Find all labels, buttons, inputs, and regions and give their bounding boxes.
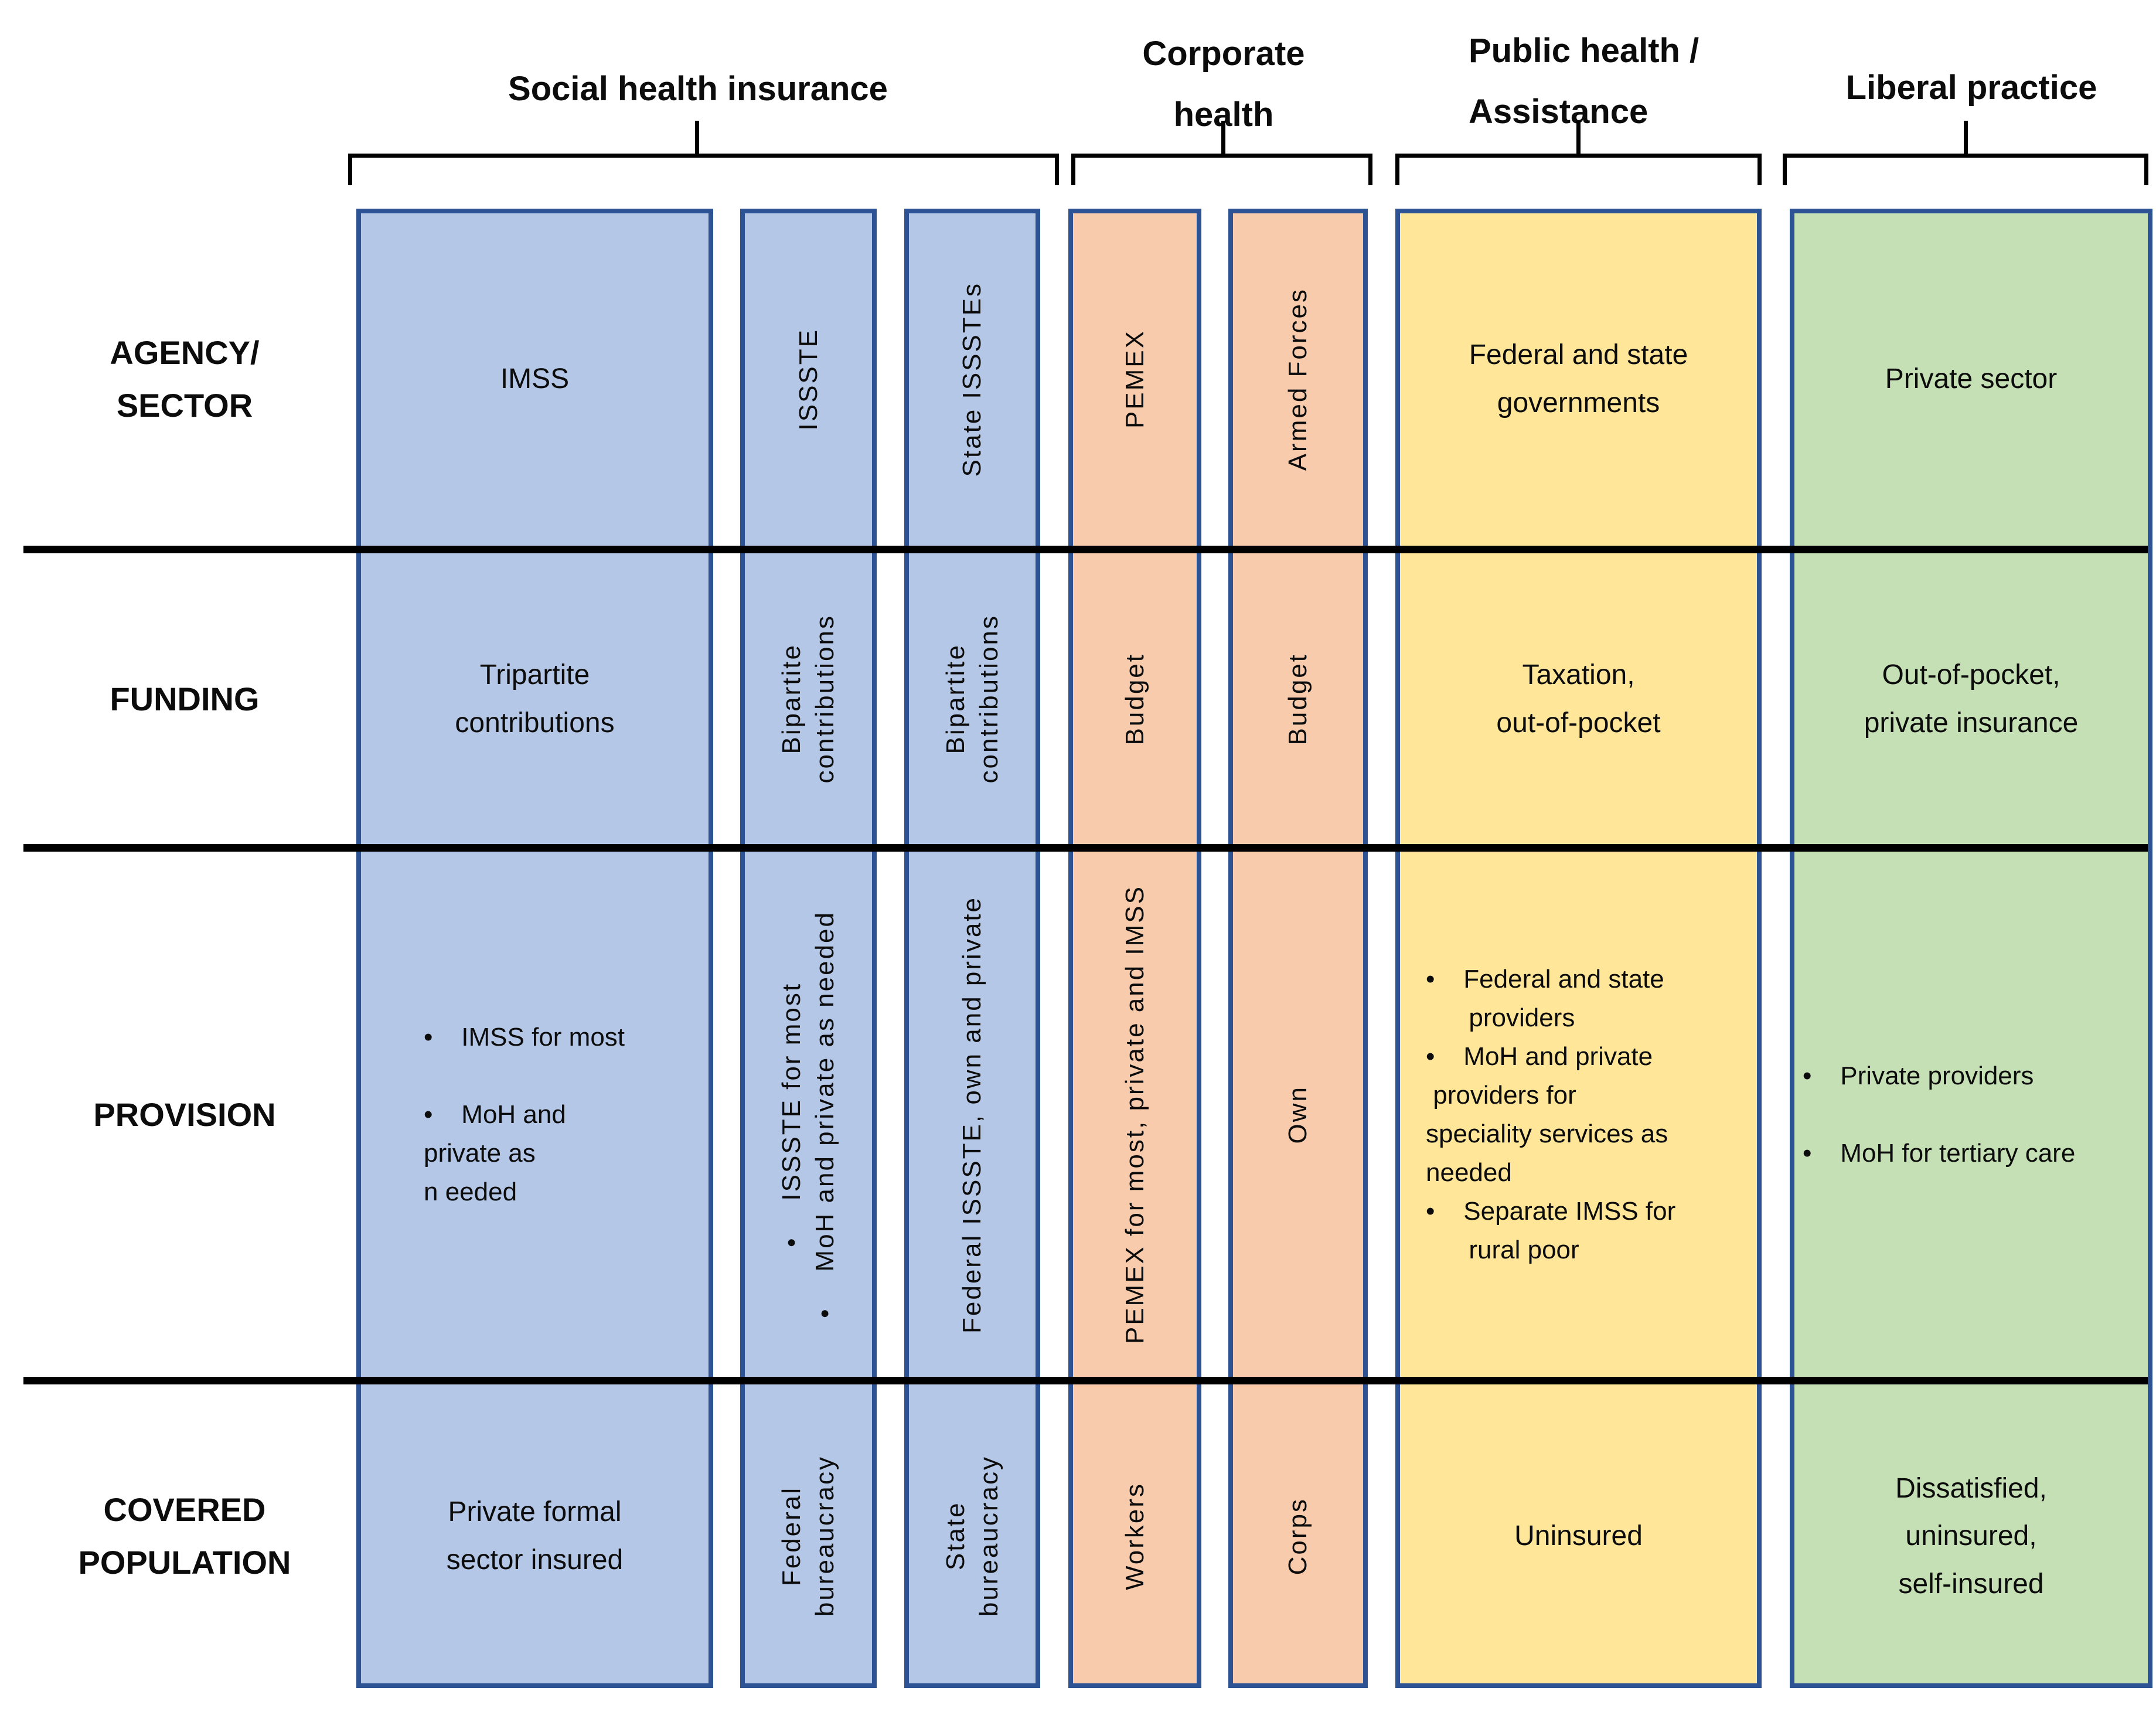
stem-liberal — [1964, 121, 1968, 155]
cell-funding-public: Taxation, out-of-pocket — [1496, 659, 1661, 739]
cell-covered-public: Uninsured — [1514, 1520, 1643, 1552]
row-label-provision: PROVISION — [93, 1095, 276, 1133]
bracket-public — [1395, 154, 1762, 185]
group-header-public-health-assistance: Public health / Assistance — [1469, 32, 1699, 131]
column-imss — [356, 209, 713, 1688]
cell-funding-pemex: Budget — [1120, 652, 1149, 746]
group-header-corporate-health: Corporate health — [1142, 35, 1305, 134]
cell-funding-imss: Tripartite contributions — [455, 659, 615, 739]
cell-covered-pemex: Workers — [1120, 1482, 1149, 1590]
divider-line-1 — [23, 546, 2148, 553]
cell-agency-public: Federal and state governments — [1469, 339, 1688, 418]
column-state-issstes — [904, 209, 1040, 1688]
group-header-social-health-insurance: Social health insurance — [508, 70, 888, 108]
cell-provision-public: • Federal and state providers • MoH and … — [1426, 964, 1676, 1264]
row-label-funding: FUNDING — [110, 680, 260, 717]
stem-public — [1576, 121, 1581, 155]
cell-funding-state-issstes: Bipartite contributions — [941, 614, 1003, 784]
bracket-liberal — [1783, 154, 2148, 185]
bracket-corporate — [1071, 154, 1372, 185]
column-public-health — [1395, 209, 1762, 1688]
cell-covered-liberal: Dissatisfied, uninsured, self-insured — [1895, 1472, 2047, 1600]
divider-line-3 — [23, 1377, 2148, 1384]
row-label-covered-population: COVERED POPULATION — [78, 1491, 291, 1581]
cell-agency-pemex: PEMEX — [1120, 329, 1149, 429]
cell-provision-liberal: • Private providers • MoH for tertiary c… — [1803, 1061, 2076, 1168]
cell-agency-liberal: Private sector — [1885, 363, 2058, 395]
column-liberal-practice — [1790, 209, 2152, 1688]
cell-covered-armed-forces: Corps — [1283, 1497, 1313, 1576]
stem-corporate — [1221, 121, 1225, 155]
column-issste — [740, 209, 877, 1688]
column-pemex — [1068, 209, 1201, 1688]
cell-covered-issste: Federal bureaucracy — [777, 1455, 840, 1617]
row-label-agency-sector: AGENCY/ SECTOR — [110, 334, 260, 424]
cell-funding-issste: Bipartite contributions — [777, 614, 840, 784]
cell-provision-armed-forces: Own — [1283, 1085, 1313, 1144]
bracket-social — [348, 154, 1059, 185]
cell-agency-armed-forces: Armed Forces — [1283, 287, 1313, 471]
cell-agency-imss: IMSS — [500, 363, 570, 395]
cell-provision-imss: • IMSS for most • MoH and private as n e… — [424, 1022, 625, 1206]
cell-agency-issste: ISSSTE — [793, 328, 823, 431]
cell-funding-armed-forces: Budget — [1283, 652, 1313, 746]
cell-agency-state-issstes: State ISSSTEs — [958, 281, 987, 477]
stem-social — [695, 121, 699, 155]
cell-funding-liberal: Out-of-pocket, private insurance — [1864, 659, 2079, 739]
cell-provision-issste: • ISSSTE for most • MoH and private as n… — [777, 911, 840, 1318]
group-header-liberal-practice: Liberal practice — [1845, 69, 2097, 107]
column-armed-forces — [1228, 209, 1368, 1688]
cell-covered-imss: Private formal sector insured — [446, 1496, 624, 1576]
cell-provision-state-issstes: Federal ISSSTE, own and private — [958, 896, 987, 1333]
divider-line-2 — [23, 844, 2148, 852]
cell-covered-state-issstes: State bureaucracy — [941, 1455, 1003, 1617]
cell-provision-pemex: PEMEX for most, private and IMSS — [1120, 884, 1149, 1345]
